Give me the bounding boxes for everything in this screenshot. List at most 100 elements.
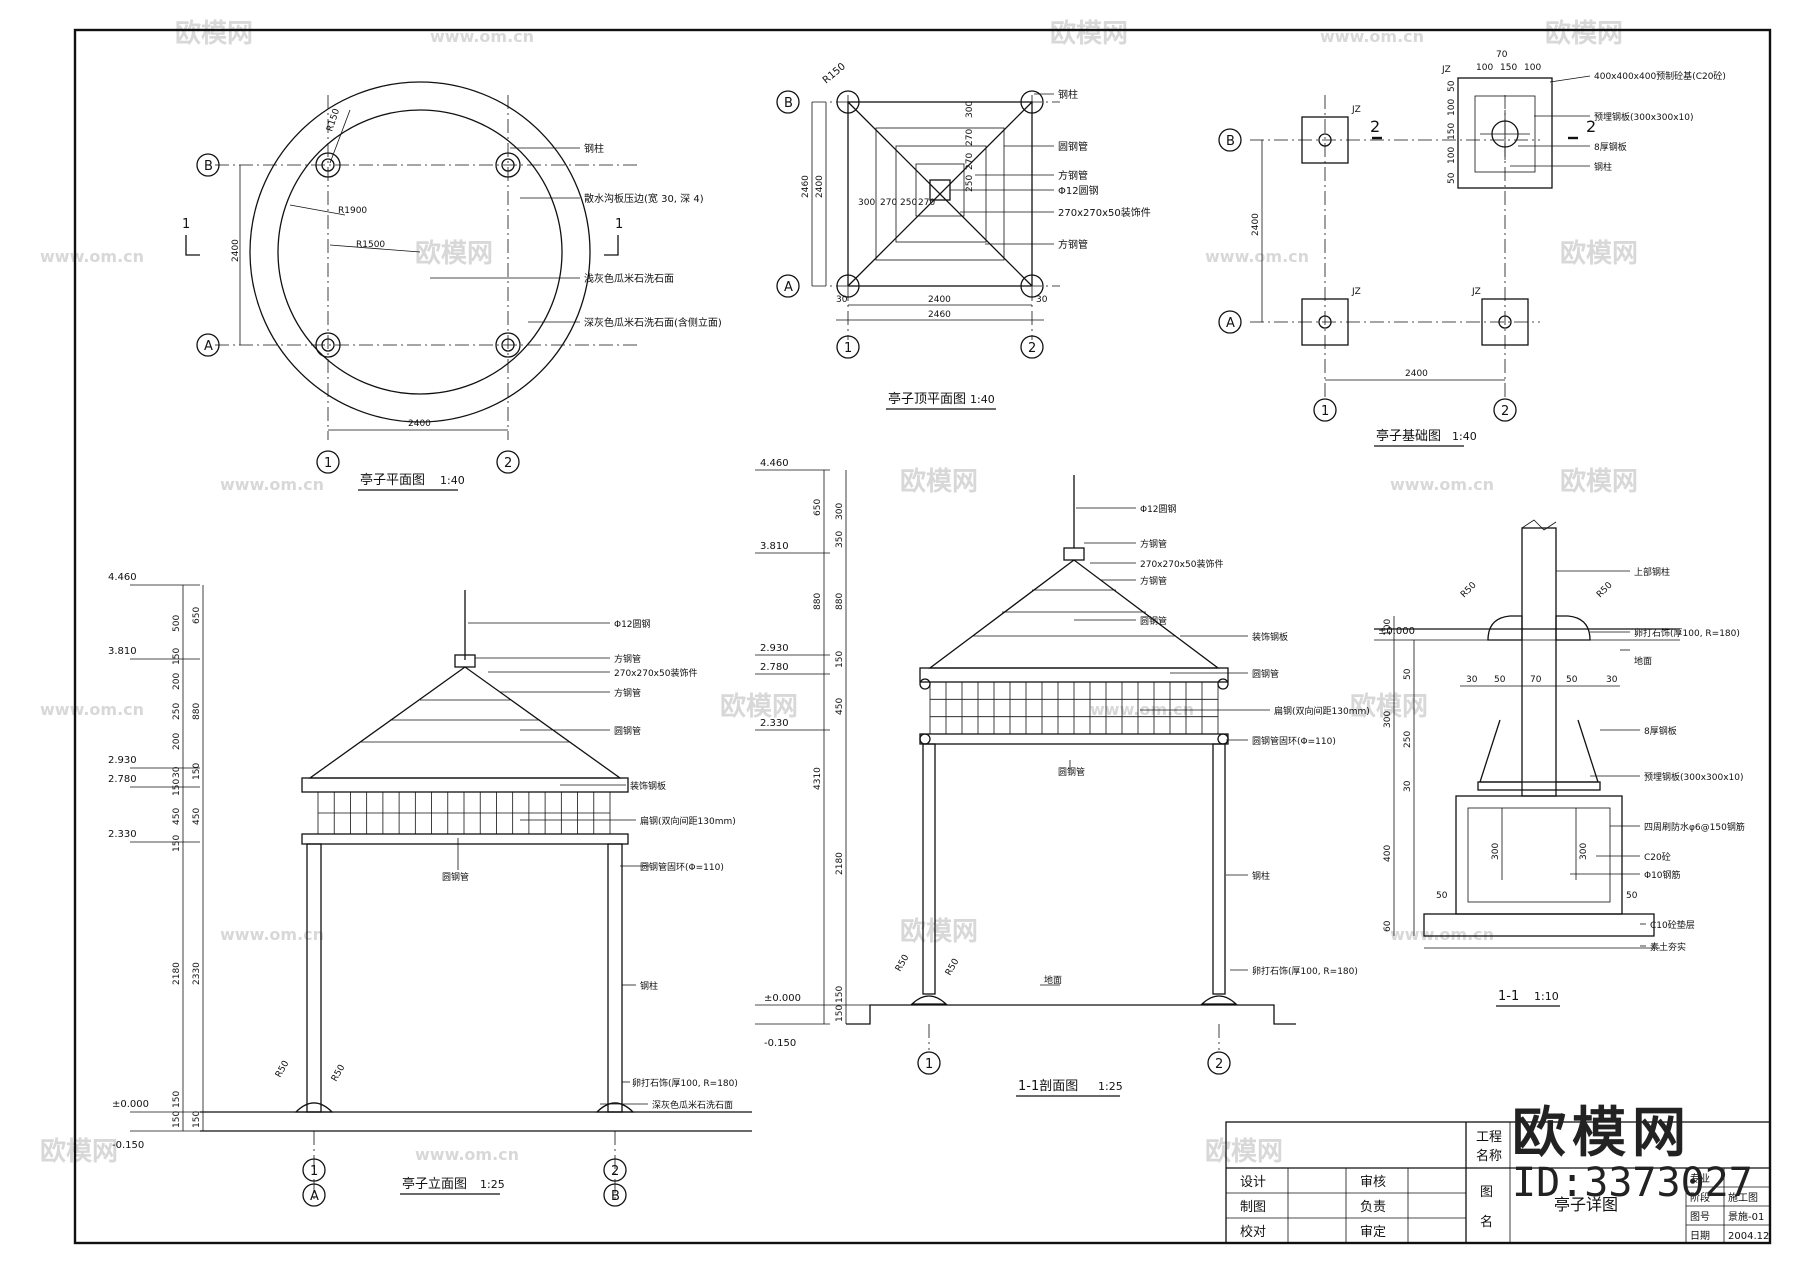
elevation-note-3: 方钢管	[614, 687, 641, 699]
elevation-note-4: 圆钢管	[614, 725, 641, 737]
section-column-right	[1212, 743, 1226, 995]
roofplan-grid-b: B	[784, 96, 793, 111]
watermark-text: 欧模网	[40, 1136, 118, 1167]
watermark-text: www.om.cn	[40, 247, 144, 266]
pavilion-elevation-drawing: 4.460 3.810 2.930 2.780 2.330 ±0.000 -0.…	[108, 572, 752, 1207]
foundation-note-1: 预埋钢板(300x300x10)	[1594, 111, 1693, 123]
section-title: 1-1剖面图	[1018, 1079, 1078, 1094]
roofplan-dim-v-0: 2400	[815, 175, 825, 198]
elevation-grid-1: 1	[310, 1164, 318, 1179]
roofplan-note-0: 钢柱	[1058, 88, 1078, 101]
section-level-1: 3.810	[760, 541, 789, 552]
roofplan-dim-bottom-outer: 2460	[928, 310, 951, 320]
section-note-11: 卵打石饰(厚100, R=180)	[1252, 965, 1358, 977]
pavilion-plan-drawing: R150 R1900 R1500 B A 1 2 2400 2400 1 1 钢…	[182, 81, 722, 491]
tb-approve: 审定	[1360, 1225, 1386, 1240]
roofplan-dim-right-0: 300	[965, 101, 975, 118]
plan-section-mark-left: 1	[182, 217, 190, 232]
detail-inner-dim-1: 300	[1579, 843, 1589, 860]
tb-project-label-2: 名称	[1476, 1148, 1502, 1164]
watermark-text: www.om.cn	[40, 700, 144, 719]
tb-row-value-3: 2004.12	[1728, 1231, 1769, 1242]
roof-plan-drawing: B A 1 2 R150 2460 2400 300 270 270 250 3…	[776, 61, 1151, 410]
section-grille-bars	[930, 682, 1218, 734]
foundation-grid-2: 2	[1501, 404, 1509, 419]
watermark-text: 欧模网	[1050, 18, 1128, 49]
watermark-text: www.om.cn	[220, 475, 324, 494]
roofplan-note-5: 方钢管	[1058, 238, 1088, 251]
section-level-5: ±0.000	[764, 993, 801, 1004]
roofplan-grid-1: 1	[844, 341, 852, 356]
detail-title: 1-1	[1498, 989, 1519, 1004]
detail-dim-v-2: 300	[1383, 711, 1393, 728]
detail-note-0: 上部钢柱	[1634, 566, 1670, 578]
section-note-7: 扁钢(双向间距130mm)	[1274, 705, 1370, 717]
foundation-title: 亭子基础图	[1376, 428, 1441, 444]
detail-dim-h-1: 50	[1494, 675, 1506, 685]
elevation-note-2: 270x270x50装饰件	[614, 667, 697, 679]
roofplan-dim-inner-2: 250	[900, 198, 917, 208]
elevation-note-9: 钢柱	[640, 980, 658, 992]
elevation-dim-inner-6: 150	[172, 779, 182, 796]
elevation-note-0: Φ12圆钢	[614, 618, 651, 630]
section-level-3: 2.780	[760, 662, 789, 673]
section-note-6: 圆钢管	[1252, 668, 1279, 680]
foundation-dim-v: 2400	[1251, 213, 1261, 236]
detail-cushion-layer	[1423, 913, 1655, 937]
detail-r1: R50	[1459, 580, 1479, 600]
roofplan-grid-a: A	[784, 280, 793, 295]
section-level-6: -0.150	[764, 1038, 796, 1049]
plan-column-b1	[315, 152, 341, 178]
section-dim-inner-7: 150	[835, 1005, 845, 1022]
tb-row-value-2: 景施-01	[1728, 1210, 1764, 1223]
section-note-8: 圆钢管固环(Φ=110)	[1252, 735, 1336, 747]
elevation-dim-inner-4: 200	[172, 733, 182, 750]
tb-row-value-1: 施工图	[1728, 1191, 1758, 1204]
elevation-level-0: 4.460	[108, 572, 137, 583]
elevation-note-6: 扁钢(双向间距130mm)	[640, 815, 736, 827]
elevation-dim-outer-0: 650	[192, 607, 202, 624]
elevation-dim-inner-7: 450	[172, 808, 182, 825]
detail-dim-h-3: 50	[1566, 675, 1578, 685]
roofplan-dim-inner-3: 270	[918, 198, 935, 208]
detail-note-5: 四周刷防水φ6@150钢筋	[1644, 821, 1745, 833]
plan-scale: 1:40	[440, 474, 465, 487]
foundation-detail-side-0: 50	[1447, 80, 1457, 92]
elevation-dim-outer-2: 150	[192, 763, 202, 780]
elevation-dim-inner-5: 30	[172, 766, 182, 778]
detail-dim-v-0: 100	[1383, 619, 1393, 636]
tb-row-label-3: 日期	[1690, 1230, 1710, 1242]
foundation-grid-b: B	[1226, 134, 1235, 149]
watermark-text: www.om.cn	[1390, 925, 1494, 944]
tb-project-label-1: 工程	[1476, 1130, 1502, 1145]
foundation-jz-a1: JZ	[1351, 287, 1361, 297]
foundation-detail-side-3: 100	[1447, 147, 1457, 164]
section-note-4: 圆钢管	[1140, 615, 1167, 627]
elevation-grille-bars	[318, 792, 610, 834]
detail-dim-bottom-1: 50	[1626, 891, 1638, 901]
section-dim-inner-6: 150	[835, 986, 845, 1003]
foundation-detail-top-1: 100	[1476, 63, 1493, 73]
section-dim-inner-5: 2180	[835, 852, 845, 875]
elevation-level-2: 2.930	[108, 755, 137, 766]
footing-a1	[1301, 298, 1349, 346]
roofplan-grid-2: 2	[1028, 341, 1036, 356]
tb-draw: 制图	[1240, 1200, 1266, 1215]
brand-id-tag: ID:3373027	[1512, 1160, 1753, 1206]
watermark-text: 欧模网	[1350, 691, 1428, 722]
detail-note-7: Φ10钢筋	[1644, 869, 1681, 881]
roofplan-note-4: 270x270x50装饰件	[1058, 206, 1151, 219]
elevation-column-right	[607, 843, 623, 1113]
roofplan-note-1: 圆钢管	[1058, 140, 1088, 153]
section-note-10: 钢柱	[1252, 870, 1270, 882]
roofplan-note-3: Φ12圆钢	[1058, 184, 1099, 197]
title-block: 工程 名称 设计 制图 校对 审核 负责 审定 图 名 亭子详图 专业 阶段 图…	[1225, 1121, 1771, 1244]
roofplan-edge-left: 30	[836, 295, 848, 305]
roofplan-dim-right-2: 270	[965, 153, 975, 170]
section-r1: R50	[894, 953, 912, 974]
detail-note-4: 预埋钢板(300x300x10)	[1644, 771, 1743, 783]
plan-note-1: 散水沟板压边(宽 30, 深 4)	[584, 192, 704, 205]
elevation-dim-inner-10: 150	[172, 1091, 182, 1108]
foundation-detail-top-0: 70	[1496, 50, 1508, 60]
watermark-text: www.om.cn	[1205, 247, 1309, 266]
